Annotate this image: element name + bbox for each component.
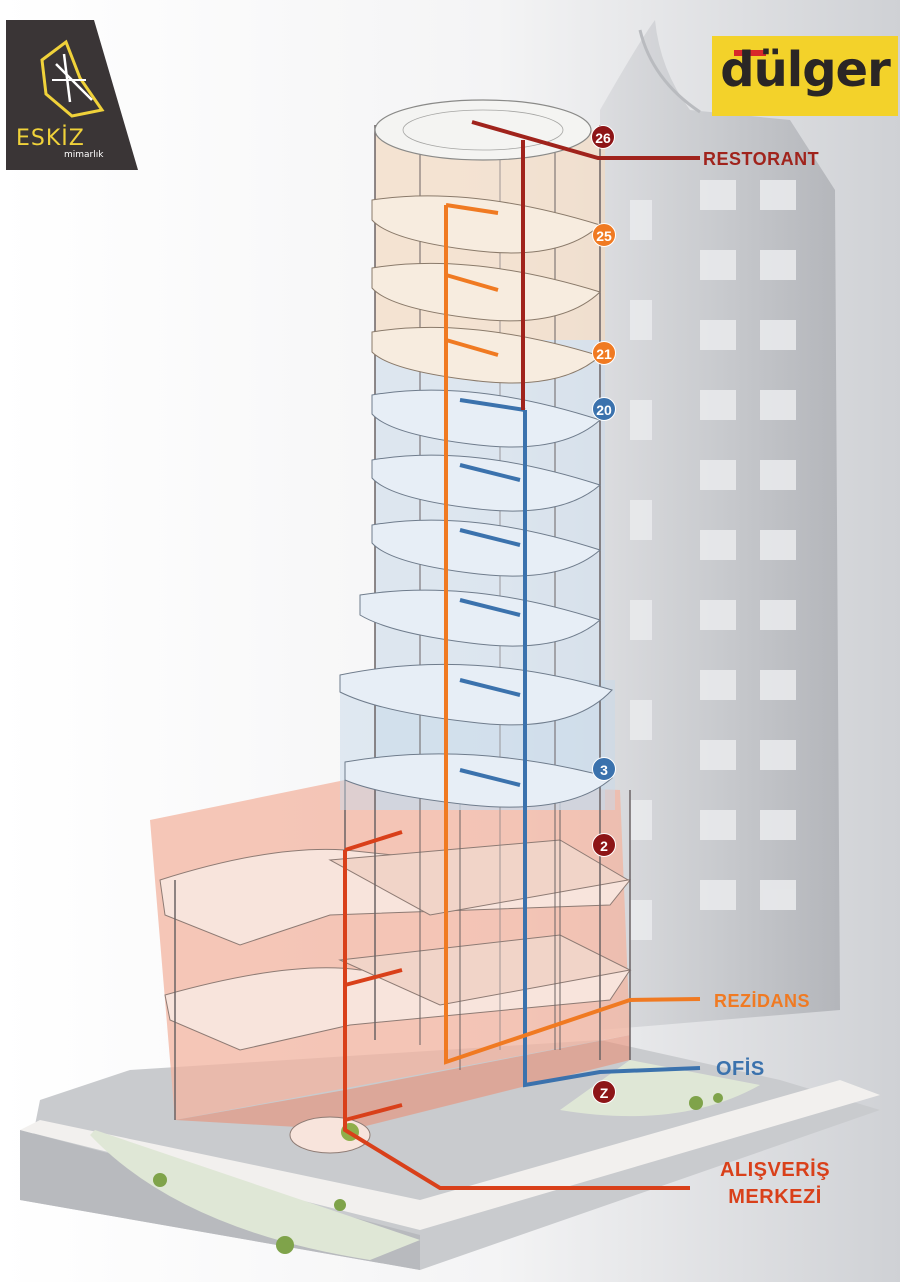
background-building [600,20,840,1030]
label-restorant: RESTORANT [703,149,820,169]
label-rezidans: REZİDANS [714,991,811,1011]
rezidans-line [444,203,701,1065]
floor-badge-2: 2 [592,833,616,857]
label-alisveris-merkezi: ALIŞVERİŞ MERKEZİ [700,1157,850,1211]
brand-accent-bar [734,50,766,56]
eskiz-logo: ESKİZ mimarlık [6,20,138,170]
label-alisveris-line2: MERKEZİ [728,1186,822,1208]
brand-name: dülger [720,42,891,98]
floor-badge-3: 3 [592,757,616,781]
dulger-brand-logo: dülger [712,36,898,116]
residence-floor-slabs [371,195,601,384]
eskiz-logo-mark [6,20,138,170]
podium-volume [150,780,632,1154]
floor-badge-26: 26 [591,125,615,149]
eskiz-logo-subtext: mimarlık [64,150,104,160]
floor-badge-z: Z [592,1080,616,1104]
floor-badge-21: 21 [592,341,616,365]
office-floor-slabs [339,389,614,808]
floor-badge-25: 25 [592,223,616,247]
ofis-line [459,398,701,1088]
restaurant-floor-slab [374,99,592,161]
eskiz-logo-text: ESKİZ [16,126,85,151]
restorant-line [471,120,700,410]
label-alisveris-line1: ALIŞVERİŞ [719,1159,831,1181]
floor-badge-20: 20 [592,397,616,421]
label-ofis: OFİS [716,1058,765,1080]
alisveris-line [343,830,690,1190]
